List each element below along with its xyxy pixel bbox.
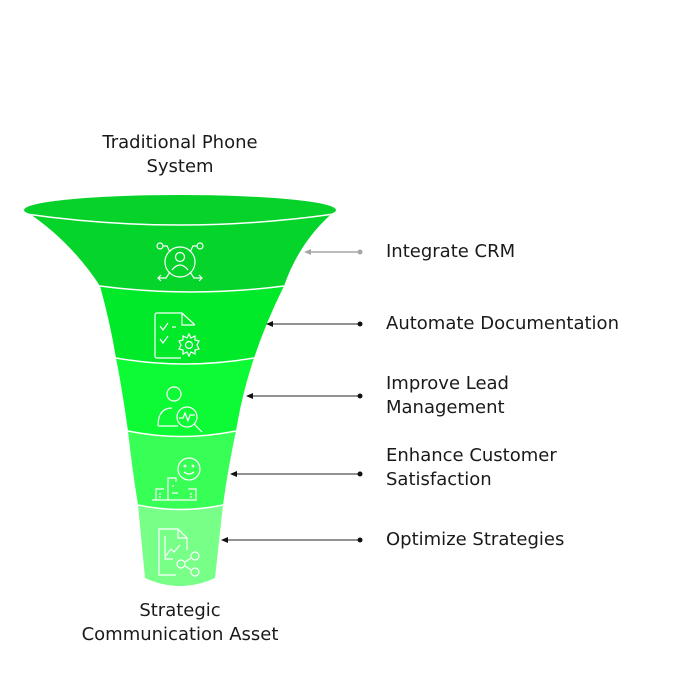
connector-arrow-2 [266, 321, 363, 327]
crm-network-user-icon [156, 242, 204, 282]
top-label-line-1: Traditional Phone [102, 132, 258, 153]
document-checklist-gear-icon [154, 312, 200, 359]
funnel-stage-4 [128, 431, 236, 510]
funnel-top-label: Traditional Phone System [60, 131, 300, 179]
funnel-bottom-label: Strategic Communication Asset [60, 599, 300, 647]
stage-label-automate-documentation: Automate Documentation [386, 312, 619, 336]
stage-4-label-line-1: Enhance Customer [386, 445, 557, 466]
user-search-analytics-icon [157, 386, 203, 433]
connector-arrow-4 [230, 471, 363, 477]
funnel-stage-5 [138, 505, 223, 586]
stage-5-label-line-1: Optimize Strategies [386, 529, 565, 550]
funnel-rim [24, 195, 336, 225]
stage-1-label-line-1: Integrate CRM [386, 241, 516, 262]
stage-4-label-line-2: Satisfaction [386, 469, 492, 490]
stage-2-label-line-1: Automate Documentation [386, 313, 619, 334]
connector-arrow-5 [221, 537, 363, 543]
stage-3-label-line-1: Improve Lead [386, 373, 509, 394]
stage-label-improve-lead-management: Improve Lead Management [386, 372, 509, 420]
funnel-stage-3 [116, 358, 254, 437]
top-label-line-2: System [146, 156, 214, 177]
customer-smile-building-icon [152, 457, 201, 501]
stage-label-integrate-crm: Integrate CRM [386, 240, 515, 264]
stage-label-enhance-customer-satisfaction: Enhance Customer Satisfaction [386, 444, 557, 492]
connector-arrow-1 [304, 249, 363, 255]
stage-label-optimize-strategies: Optimize Strategies [386, 528, 564, 552]
stage-3-label-line-2: Management [386, 397, 505, 418]
bottom-label-line-1: Strategic [139, 600, 221, 621]
bottom-label-line-2: Communication Asset [81, 624, 279, 645]
funnel-stage-1 [24, 210, 336, 292]
document-chart-share-icon [158, 528, 200, 577]
connector-arrow-3 [246, 393, 363, 399]
